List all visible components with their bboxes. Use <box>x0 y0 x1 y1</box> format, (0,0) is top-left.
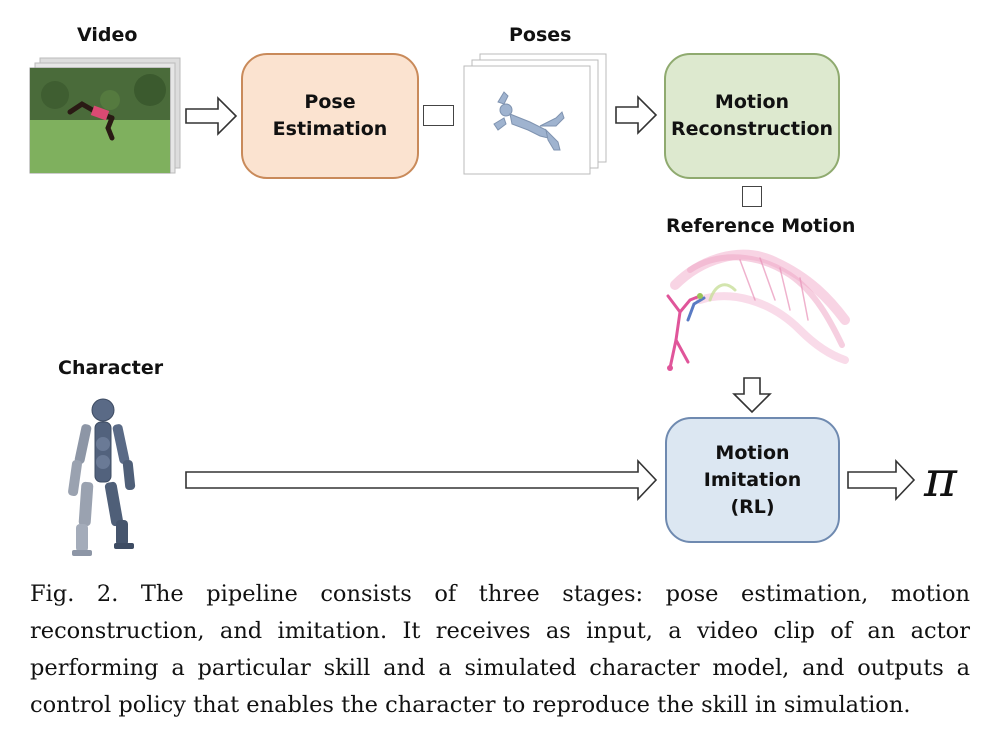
arrow-reference-to-imitation <box>732 377 772 414</box>
connector-square-reference <box>742 186 762 207</box>
character-label: Character <box>58 357 164 379</box>
motion-imitation-line-1: Motion <box>715 441 790 464</box>
video-label: Video <box>77 24 138 46</box>
caption-text: Fig. 2. The pipeline consists of three s… <box>30 581 970 718</box>
pose-estimation-box: Pose Estimation <box>241 53 419 179</box>
motion-reconstruction-box: Motion Reconstruction <box>664 53 840 179</box>
motion-reconstruction-line-2: Reconstruction <box>670 118 834 140</box>
reference-motion-label: Reference Motion <box>666 215 856 237</box>
poses-label: Poses <box>509 24 572 46</box>
pipeline-graphics <box>29 53 916 556</box>
arrow-character-to-imitation <box>185 458 658 502</box>
arrow-poses-to-recon <box>615 95 658 135</box>
pose-estimation-line-1: Pose <box>304 91 356 113</box>
policy-symbol: π <box>924 450 957 508</box>
motion-imitation-box: Motion Imitation (RL) <box>665 417 840 543</box>
reference-motion-image <box>666 249 850 371</box>
motion-imitation-line-3: (RL) <box>730 495 775 518</box>
connector-square-poses <box>423 105 454 126</box>
poses-stack-image <box>463 53 607 175</box>
arrow-imitation-to-policy <box>847 458 916 502</box>
arrow-video-to-pose <box>185 96 238 136</box>
motion-imitation-line-2: Imitation <box>703 468 802 491</box>
motion-reconstruction-line-1: Motion <box>714 91 790 113</box>
character-figure-image <box>68 398 136 556</box>
pose-estimation-line-2: Estimation <box>272 118 388 140</box>
figure-caption: Fig. 2. The pipeline consists of three s… <box>30 576 970 724</box>
video-frames-image <box>29 57 181 174</box>
